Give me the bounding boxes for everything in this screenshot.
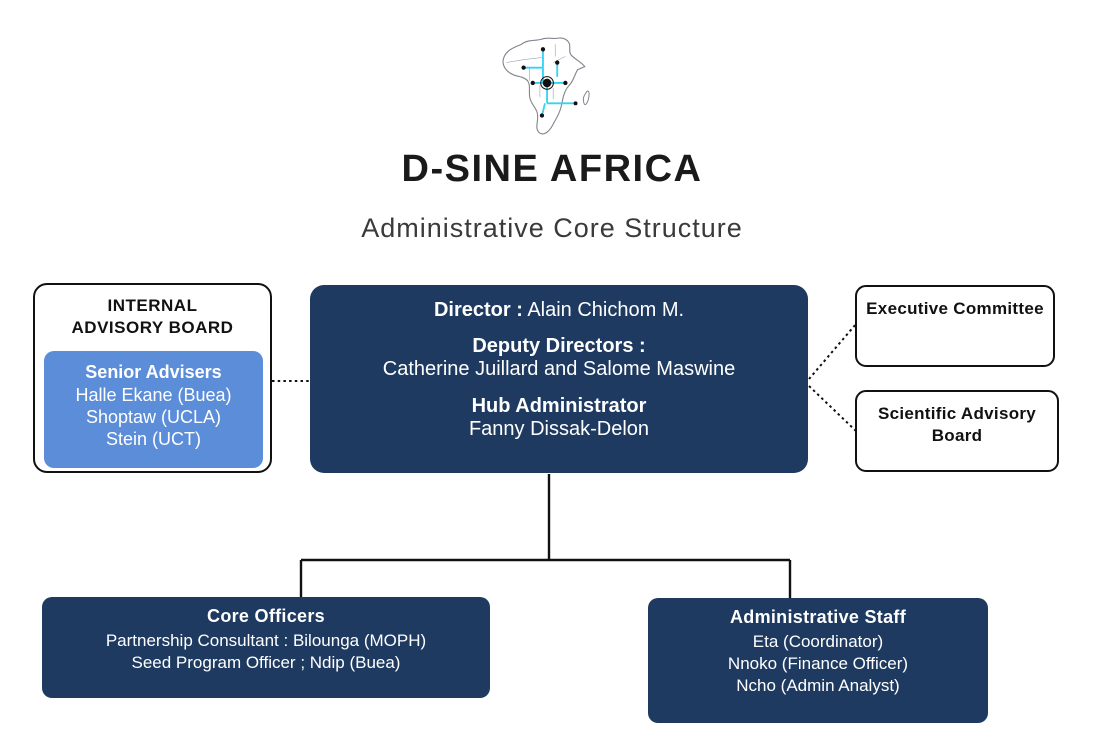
- core-officers-box: Core Officers Partnership Consultant : B…: [42, 597, 490, 698]
- administrative-staff-title: Administrative Staff: [729, 607, 907, 627]
- adviser-name: Halle Ekane (Buea): [75, 385, 232, 405]
- iab-title-line2: ADVISORY BOARD: [71, 318, 234, 338]
- directorate-box: Director : Alain Chichom M. Deputy Direc…: [310, 285, 808, 473]
- dotted-connector-scientific: [808, 385, 857, 432]
- core-officers-title: Core Officers: [207, 606, 325, 626]
- internal-advisory-board-title: INTERNAL ADVISORY BOARD: [35, 295, 270, 339]
- executive-committee-label: Executive Committee: [866, 299, 1044, 318]
- core-officer-line: Partnership Consultant : Bilounga (MOPH): [105, 631, 427, 650]
- administrative-staff-box: Administrative Staff Eta (Coordinator) N…: [648, 598, 988, 723]
- administrative-staff-line: Ncho (Admin Analyst): [736, 676, 900, 696]
- hub-administrator-name: Fanny Dissak-Delon: [468, 417, 650, 440]
- executive-committee-box: Executive Committee: [855, 285, 1055, 367]
- deputy-directors-label: Deputy Directors :: [472, 335, 646, 358]
- madagascar-outline: [582, 90, 590, 106]
- senior-advisers-title: Senior Advisers: [85, 362, 222, 382]
- core-officer-line: Seed Program Officer ; Ndip (Buea): [131, 653, 401, 673]
- dotted-connector-executive: [808, 323, 857, 380]
- africa-outline: [502, 37, 586, 135]
- administrative-staff-line: Eta (Coordinator): [752, 632, 884, 651]
- hub-administrator-label: Hub Administrator: [471, 394, 647, 417]
- director-line: Director : Alain Chichom M.: [310, 299, 808, 322]
- scientific-advisory-board-box: Scientific Advisory Board: [855, 390, 1059, 472]
- adviser-name: Stein (UCT): [105, 428, 201, 449]
- africa-network-logo: [502, 37, 590, 135]
- deputy-directors-names: Catherine Juillard and Salome Maswine: [382, 358, 736, 381]
- director-name: Alain Chichom M.: [527, 299, 685, 321]
- tree-connector: [299, 474, 792, 598]
- iab-title-line1: INTERNAL: [107, 296, 198, 315]
- adviser-name: Shoptaw (UCLA): [85, 406, 222, 427]
- network-nodes: [521, 47, 578, 118]
- hub-node: [542, 78, 552, 88]
- senior-advisers-panel: Senior Advisers Halle Ekane (Buea) Shopt…: [44, 351, 263, 468]
- internal-advisory-board-box: INTERNAL ADVISORY BOARD Senior Advisers …: [33, 283, 272, 473]
- administrative-staff-line: Nnoko (Finance Officer): [727, 654, 909, 674]
- scientific-advisory-board-label: Scientific Advisory Board: [877, 404, 1037, 445]
- director-label: Director :: [433, 299, 523, 321]
- page-subtitle: Administrative Core Structure: [361, 213, 743, 243]
- page-title: D-SINE AFRICA: [401, 148, 703, 190]
- country-borders: [506, 44, 566, 100]
